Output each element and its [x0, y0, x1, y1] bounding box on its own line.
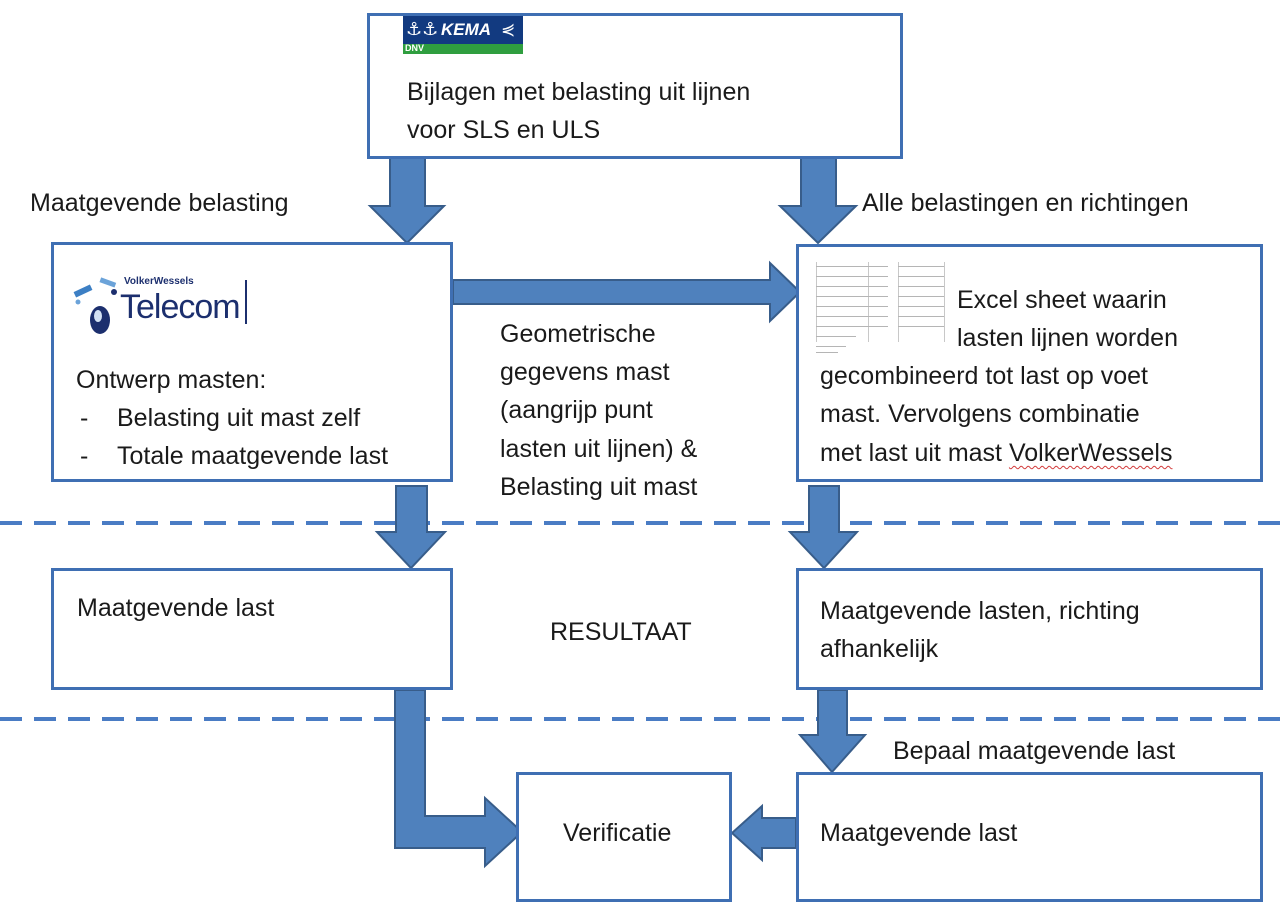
result-left-text: Maatgevende last — [77, 594, 275, 622]
final-load-text: Maatgevende last — [820, 819, 1018, 847]
label-alle-belastingen: Alle belastingen en richtingen — [862, 189, 1189, 217]
arrow-bottom-right-to-verificatie — [730, 803, 797, 863]
arrow-result-to-bottom-right — [797, 689, 868, 774]
kema-logo: ⚓⚓ KEMA ⋞ DNV — [403, 16, 523, 56]
excel-line-1: Excel sheet waarin — [957, 286, 1167, 314]
verificatie-text: Verificatie — [563, 819, 672, 847]
label-bepaal: Bepaal maatgevende last — [893, 737, 1176, 765]
result-left-box — [51, 568, 453, 690]
geometry-line-3: (aangrijp punt — [500, 396, 653, 424]
resultaat-label: RESULTAAT — [550, 618, 692, 646]
arrow-left-to-result — [374, 485, 448, 570]
source-line-2: voor SLS en ULS — [407, 116, 601, 144]
satellite-icon — [73, 277, 117, 334]
final-load-box — [796, 772, 1263, 902]
excel-line-2: lasten lijnen worden — [957, 324, 1178, 352]
source-box — [367, 13, 903, 159]
dnv-logo-text: DNV — [405, 43, 425, 53]
excel-line-4: mast. Vervolgens combinatie — [820, 400, 1140, 428]
label-maatgevende-belasting: Maatgevende belasting — [30, 189, 289, 217]
kema-mark-icon: ⋞ — [501, 20, 516, 39]
excel-line-5-prefix: met last uit mast — [820, 439, 1009, 467]
excel-line-5: met last uit mast VolkerWessels — [820, 435, 1172, 471]
geometry-line-2: gegevens mast — [500, 358, 670, 386]
arrow-left-to-right — [452, 260, 802, 324]
arrow-result-to-verificatie — [394, 689, 524, 869]
bullet-dash-2: - — [80, 442, 89, 470]
result-right-box — [796, 568, 1263, 690]
geometry-line-1: Geometrische — [500, 320, 656, 348]
result-right-line-1: Maatgevende lasten, richting — [820, 597, 1140, 625]
arrow-top-to-right — [777, 157, 859, 245]
kema-logo-band — [403, 16, 523, 44]
telecom-logo-text: Telecom — [120, 288, 241, 326]
logo-divider — [245, 280, 247, 324]
geometry-line-5: Belasting uit mast — [500, 473, 698, 501]
spellcheck-flagged-word: VolkerWessels — [1008, 439, 1173, 467]
excel-sheet-thumbnail — [808, 256, 948, 358]
bullet-item-2: Totale maatgevende last — [117, 442, 389, 470]
excel-line-3: gecombineerd tot last op voet — [820, 362, 1148, 390]
design-box — [51, 242, 453, 482]
volkerwessels-logo-small: VolkerWessels — [124, 276, 194, 287]
bullet-item-1: Belasting uit mast zelf — [117, 404, 361, 432]
kema-logo-green-band — [403, 44, 523, 54]
anchor-icon: ⚓⚓ — [406, 19, 439, 39]
kema-logo-text: KEMA — [441, 20, 492, 39]
source-line-1: Bijlagen met belasting uit lijnen — [407, 78, 751, 106]
bullet-dash-1: - — [80, 404, 89, 432]
volkerwessels-telecom-logo: VolkerWessels Telecom — [70, 272, 260, 342]
arrow-top-to-left — [367, 157, 447, 245]
result-right-line-2: afhankelijk — [820, 635, 939, 663]
design-heading: Ontwerp masten: — [76, 366, 267, 394]
geometry-line-4: lasten uit lijnen) & — [500, 435, 698, 463]
arrow-right-to-result — [787, 485, 860, 570]
